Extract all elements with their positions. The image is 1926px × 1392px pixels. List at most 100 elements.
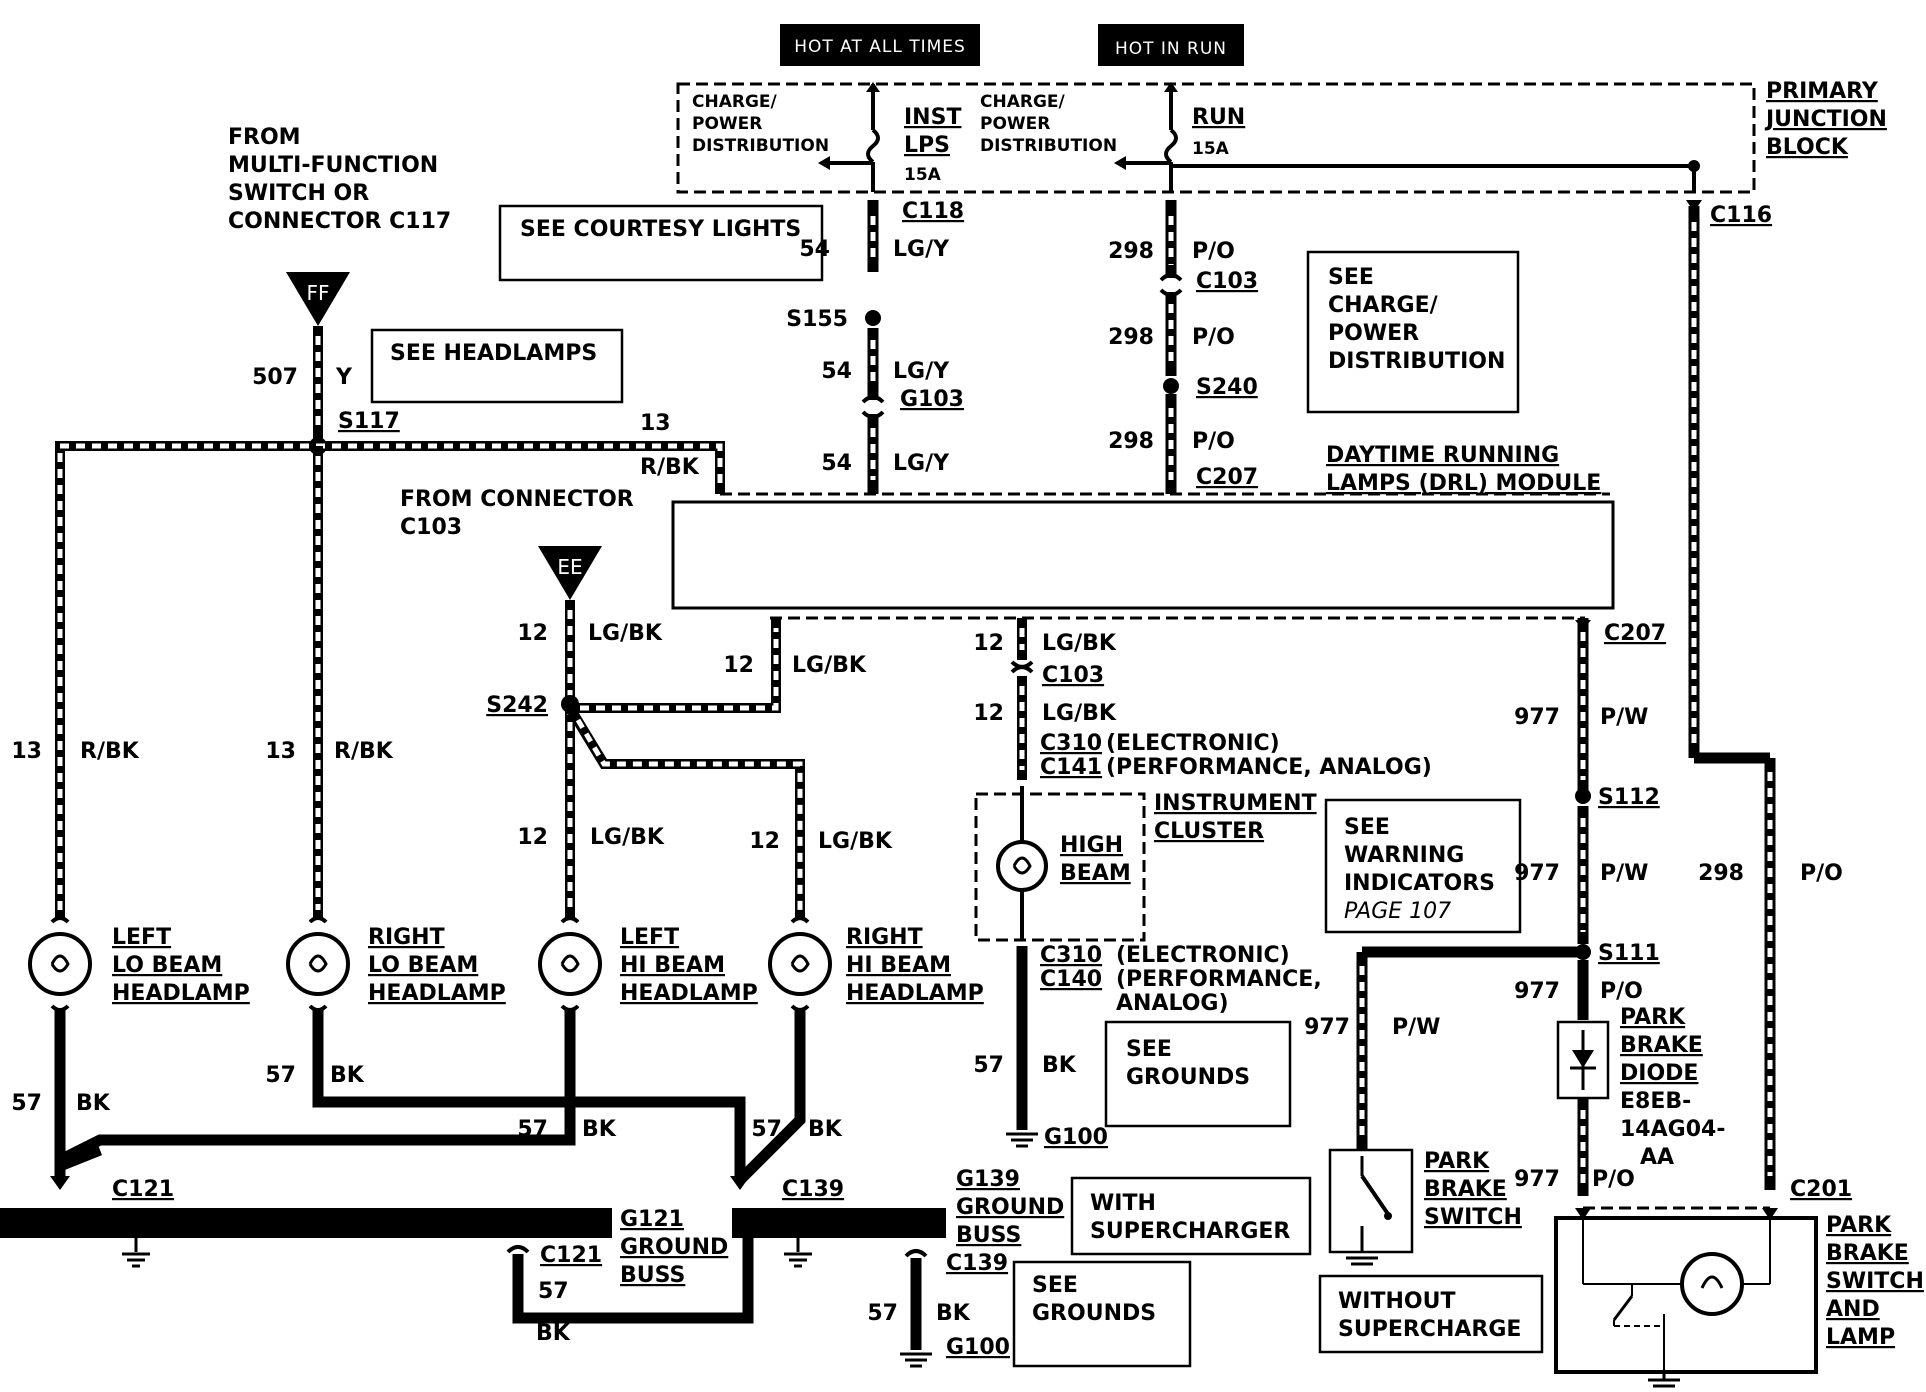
svg-text:HI BEAM: HI BEAM	[846, 953, 951, 978]
svg-text:SUPERCHARGE: SUPERCHARGE	[1338, 1317, 1521, 1342]
svg-text:BK: BK	[936, 1301, 971, 1326]
svg-text:C141: C141	[1040, 755, 1102, 780]
svg-text:R/BK: R/BK	[640, 455, 700, 480]
svg-text:RUN: RUN	[1192, 105, 1245, 130]
circuit-54-lgy: 54 LG/Y C118 S155 54 LG/Y G103 54 LG/Y	[786, 199, 964, 494]
svg-text:12: 12	[723, 653, 754, 678]
svg-text:PRIMARY: PRIMARY	[1766, 79, 1879, 104]
svg-text:RIGHT: RIGHT	[846, 925, 923, 950]
svg-text:R/BK: R/BK	[80, 739, 140, 764]
svg-text:C116: C116	[1710, 203, 1772, 228]
connector-ff: FF	[286, 272, 350, 326]
svg-text:E8EB-: E8EB-	[1620, 1089, 1691, 1114]
ground-buss-g139: G139 GROUND BUSS	[732, 1167, 1064, 1268]
svg-text:C121: C121	[540, 1243, 602, 1268]
svg-text:PARK: PARK	[1620, 1005, 1686, 1030]
park-brake-switch-and-lamp: C201 PARK BRAKE SWITCH AND LAMP	[1554, 1177, 1924, 1388]
svg-text:PAGE 107: PAGE 107	[1344, 899, 1451, 924]
svg-text:GROUNDS: GROUNDS	[1126, 1065, 1250, 1090]
circuit-12-lgbk: 12 LG/BK 12 LG/BK S242 12 LG/BK 12 LG/BK	[486, 600, 893, 920]
svg-text:C207: C207	[1604, 621, 1666, 646]
right-lo-beam-headlamp: RIGHT LO BEAM HEADLAMP	[286, 916, 506, 1012]
svg-text:P/O: P/O	[1800, 861, 1843, 886]
svg-text:S117: S117	[338, 409, 400, 434]
svg-text:298: 298	[1108, 239, 1154, 264]
svg-text:RIGHT: RIGHT	[368, 925, 445, 950]
see-headlamps-box: SEE HEADLAMPS	[370, 328, 624, 404]
circuit-57-bk-headlamps: 57 BK 57 BK 57 BK 57 BK C121 C139	[11, 1008, 844, 1202]
hot-at-all-times-tag: HOT AT ALL TIMES	[780, 24, 980, 66]
svg-text:BK: BK	[536, 1321, 571, 1346]
svg-text:POWER: POWER	[692, 114, 762, 134]
svg-text:298: 298	[1108, 429, 1154, 454]
svg-text:G103: G103	[900, 387, 964, 412]
svg-text:SEE: SEE	[1032, 1273, 1078, 1298]
svg-text:SWITCH: SWITCH	[1424, 1205, 1522, 1230]
svg-text:12: 12	[517, 825, 548, 850]
svg-text:SEE: SEE	[1328, 265, 1374, 290]
svg-text:BK: BK	[808, 1117, 843, 1142]
svg-text:C118: C118	[902, 199, 964, 224]
svg-text:HOT AT ALL TIMES: HOT AT ALL TIMES	[794, 37, 966, 57]
svg-text:C121: C121	[112, 1177, 174, 1202]
svg-text:INSTRUMENT: INSTRUMENT	[1154, 791, 1317, 816]
svg-text:HEADLAMP: HEADLAMP	[112, 981, 250, 1006]
svg-text:FF: FF	[306, 281, 329, 305]
left-hi-beam-headlamp: LEFT HI BEAM HEADLAMP	[538, 916, 758, 1012]
connector-ee: EE	[538, 546, 602, 600]
svg-text:BUSS: BUSS	[956, 1223, 1021, 1248]
svg-text:(PERFORMANCE,: (PERFORMANCE,	[1116, 967, 1322, 992]
svg-text:POWER: POWER	[980, 114, 1050, 134]
svg-text:C310: C310	[1040, 943, 1102, 968]
svg-text:SEE: SEE	[1344, 815, 1390, 840]
ground-symbol-g100	[1006, 1132, 1038, 1148]
svg-text:LO BEAM: LO BEAM	[112, 953, 222, 978]
svg-text:57: 57	[11, 1091, 42, 1116]
svg-text:WITHOUT: WITHOUT	[1338, 1289, 1455, 1314]
junction-labels: CHARGE/ POWER DISTRIBUTION CHARGE/ POWER…	[692, 79, 1887, 185]
svg-text:12: 12	[973, 701, 1004, 726]
svg-text:INDICATORS: INDICATORS	[1344, 871, 1495, 896]
svg-text:C207: C207	[1196, 465, 1258, 490]
svg-text:LG/Y: LG/Y	[893, 451, 950, 476]
svg-text:BUSS: BUSS	[620, 1263, 685, 1288]
without-supercharge-box: WITHOUT SUPERCHARGE	[1318, 1274, 1544, 1354]
svg-text:S155: S155	[786, 307, 848, 332]
svg-text:CHARGE/: CHARGE/	[1328, 293, 1439, 318]
svg-text:12: 12	[973, 631, 1004, 656]
svg-text:INST: INST	[904, 105, 961, 130]
see-grounds-box-2: SEE GROUNDS	[1012, 1260, 1192, 1368]
svg-text:SWITCH: SWITCH	[1826, 1269, 1924, 1294]
svg-text:298: 298	[1108, 325, 1154, 350]
svg-text:WARNING: WARNING	[1344, 843, 1464, 868]
svg-text:P/W: P/W	[1600, 705, 1648, 730]
svg-text:G100: G100	[946, 1335, 1010, 1360]
instrument-cluster: HIGH BEAM INSTRUMENT CLUSTER	[974, 786, 1317, 942]
svg-text:JUNCTION: JUNCTION	[1764, 107, 1887, 132]
svg-text:SEE HEADLAMPS: SEE HEADLAMPS	[390, 341, 597, 366]
svg-text:HEADLAMP: HEADLAMP	[846, 981, 984, 1006]
svg-text:57: 57	[751, 1117, 782, 1142]
svg-text:LO BEAM: LO BEAM	[368, 953, 478, 978]
svg-text:ANALOG): ANALOG)	[1116, 991, 1229, 1016]
fuse-inst-lps	[818, 82, 880, 192]
svg-text:G100: G100	[1044, 1125, 1108, 1150]
svg-text:LG/BK: LG/BK	[792, 653, 867, 678]
svg-text:BEAM: BEAM	[1060, 861, 1131, 886]
svg-text:C201: C201	[1790, 1177, 1852, 1202]
svg-text:R/BK: R/BK	[334, 739, 394, 764]
svg-text:298: 298	[1698, 861, 1744, 886]
svg-text:(PERFORMANCE, ANALOG): (PERFORMANCE, ANALOG)	[1106, 755, 1432, 780]
svg-text:57: 57	[265, 1063, 296, 1088]
circuit-977: C207 977 P/W S112 977 P/W S111 977 P/O 9…	[1304, 618, 1666, 1196]
svg-text:FROM: FROM	[228, 125, 301, 150]
svg-text:EE: EE	[557, 555, 582, 579]
svg-text:15A: 15A	[904, 165, 942, 185]
fuse-run	[1114, 82, 1700, 192]
svg-text:977: 977	[1514, 1167, 1560, 1192]
svg-text:LG/Y: LG/Y	[893, 359, 950, 384]
svg-text:CLUSTER: CLUSTER	[1154, 819, 1264, 844]
svg-text:HOT IN RUN: HOT IN RUN	[1115, 39, 1227, 59]
see-warning-indicators-box: SEE WARNING INDICATORS PAGE 107	[1324, 798, 1522, 934]
